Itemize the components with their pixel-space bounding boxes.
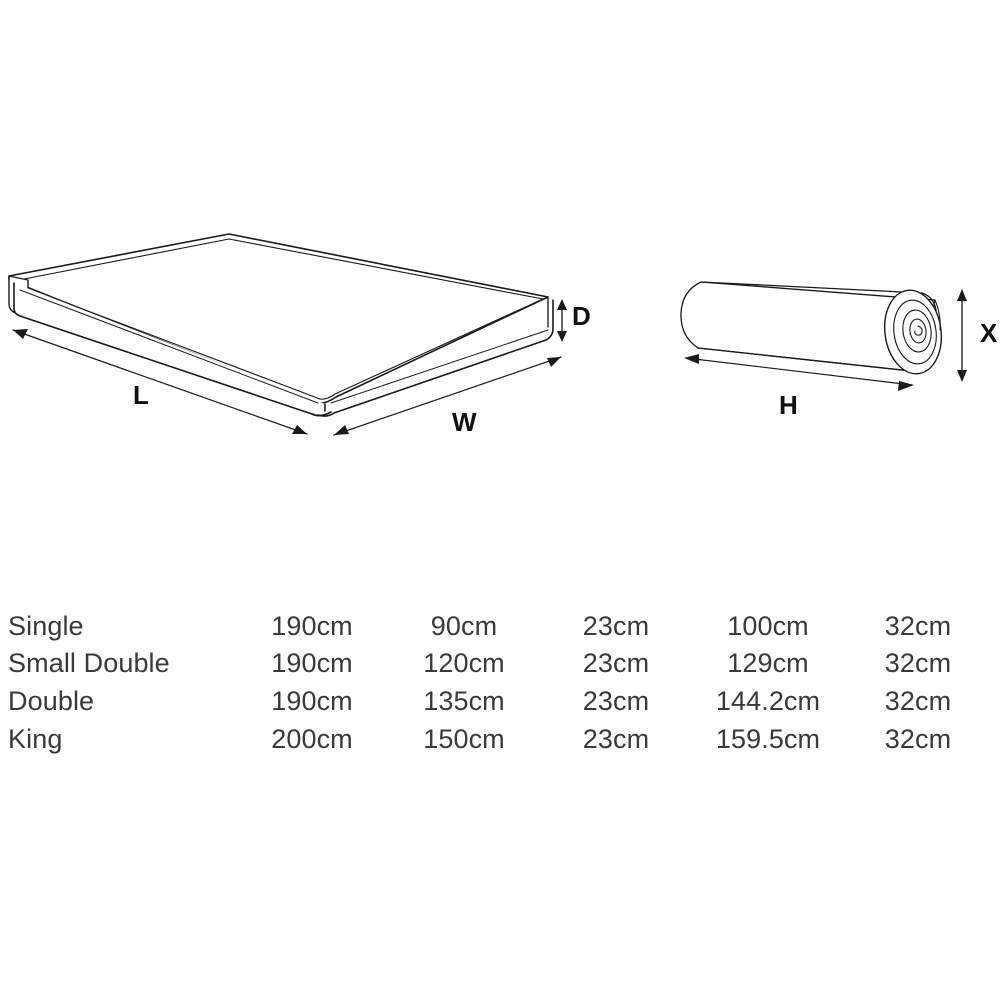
dimension-arrow-H bbox=[684, 354, 914, 391]
table-cell: 23cm bbox=[582, 648, 650, 678]
table-cell: 90cm bbox=[430, 611, 498, 641]
row-label-small-double: Small Double bbox=[8, 648, 170, 678]
table-cell: 32cm bbox=[884, 611, 952, 641]
dimension-arrow-X bbox=[957, 289, 967, 382]
table-cell: 190cm bbox=[271, 648, 353, 678]
table-cell: 32cm bbox=[884, 648, 952, 678]
table-cell: 190cm bbox=[271, 686, 353, 716]
table-cell: 190cm bbox=[271, 611, 353, 641]
table-cell: 144.2cm bbox=[715, 686, 821, 716]
dimension-arrow-W bbox=[333, 356, 562, 436]
table-cell: 159.5cm bbox=[715, 724, 821, 754]
table-cell: 135cm bbox=[423, 686, 505, 716]
dimension-label-X: X bbox=[980, 318, 998, 348]
dimension-label-L: L bbox=[133, 380, 149, 410]
dimension-label-H: H bbox=[779, 390, 798, 420]
table-cell: 120cm bbox=[423, 648, 505, 678]
dimension-arrow-L bbox=[12, 329, 308, 435]
table-cell: 23cm bbox=[582, 686, 650, 716]
table-cell: 129cm bbox=[727, 648, 809, 678]
dimension-arrow-D bbox=[557, 299, 567, 342]
table-cell: 23cm bbox=[582, 611, 650, 641]
table-cell: 32cm bbox=[884, 686, 952, 716]
table-cell: 150cm bbox=[423, 724, 505, 754]
table-cell: 100cm bbox=[727, 611, 809, 641]
table-cell: 200cm bbox=[271, 724, 353, 754]
dimension-label-W: W bbox=[452, 407, 477, 437]
row-label-single: Single bbox=[8, 611, 84, 641]
table-cell: 32cm bbox=[884, 724, 952, 754]
row-label-king: King bbox=[8, 724, 63, 754]
flat-mattress-diagram bbox=[8, 233, 567, 436]
row-label-double: Double bbox=[8, 686, 95, 716]
rolled-mattress-diagram bbox=[680, 281, 967, 391]
table-cell: 23cm bbox=[582, 724, 650, 754]
dimension-label-D: D bbox=[572, 301, 591, 331]
